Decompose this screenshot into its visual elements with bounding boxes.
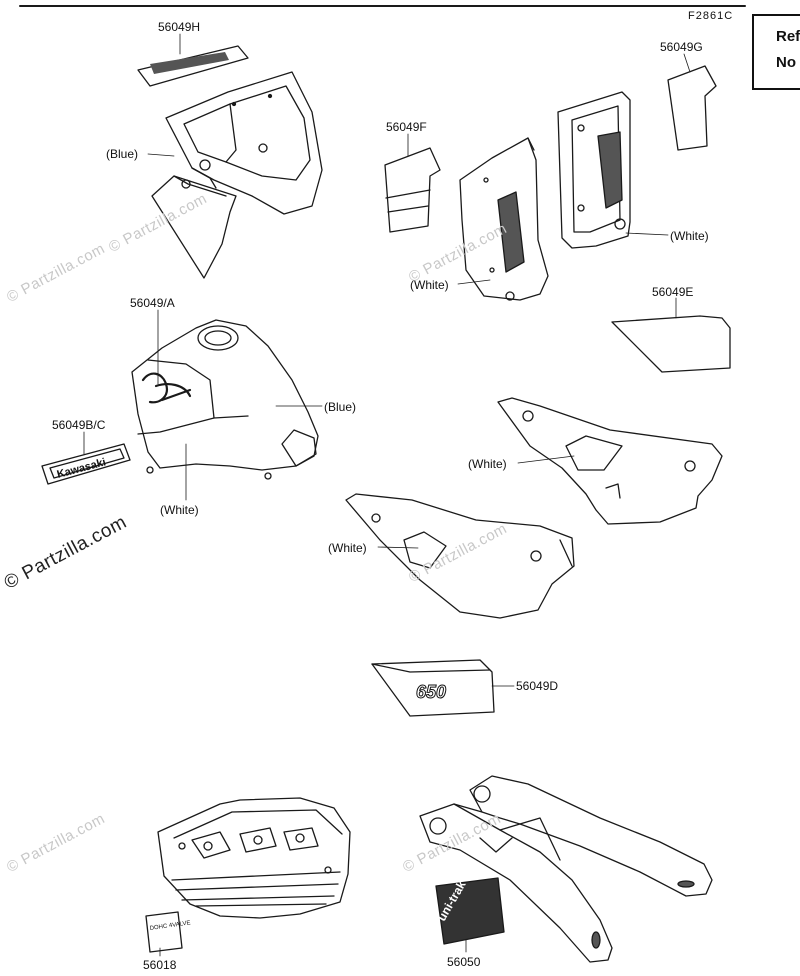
part-label-56018: 56018 bbox=[143, 958, 177, 972]
leader-left-white bbox=[457, 279, 491, 285]
color-label-left-cover-white: (White) bbox=[410, 278, 449, 292]
ref-box bbox=[752, 14, 800, 90]
part-label-56049BC: 56049B/C bbox=[52, 418, 106, 432]
part-label-56049D: 56049D bbox=[516, 679, 559, 693]
part-label-56049A: 56049/A bbox=[130, 296, 175, 310]
model-650-decal-text: 650 bbox=[416, 682, 446, 702]
color-label-upper-cover-white: (White) bbox=[468, 457, 507, 471]
part-label-56049F: 56049F bbox=[386, 120, 427, 134]
leader-lower-white bbox=[377, 546, 419, 549]
lower-side-cover bbox=[345, 493, 575, 619]
leader-56049G bbox=[683, 53, 691, 73]
color-label-tank-blue: (Blue) bbox=[324, 400, 357, 414]
fuel-tank bbox=[131, 319, 319, 480]
leader-upper-white bbox=[517, 455, 575, 464]
decal-56049BC bbox=[41, 443, 131, 485]
part-label-56049G: 56049G bbox=[660, 40, 703, 54]
front-cowl bbox=[151, 71, 323, 279]
no-label: No bbox=[776, 54, 796, 71]
decal-56049H bbox=[137, 45, 249, 87]
decal-56018 bbox=[145, 911, 183, 953]
decal-56049F bbox=[384, 147, 441, 233]
color-label-tank-white: (White) bbox=[160, 503, 199, 517]
right-side-cover bbox=[557, 91, 631, 249]
figure-number: F2861C bbox=[688, 10, 734, 22]
color-label-lower-cover-white: (White) bbox=[328, 541, 367, 555]
color-label-cowl-blue: (Blue) bbox=[106, 147, 139, 161]
decal-56049D bbox=[371, 659, 495, 717]
color-label-right-cover-white: (White) bbox=[670, 229, 709, 243]
leader-right-white bbox=[625, 232, 669, 236]
dohc-decal-text: DOHC 4VALVE bbox=[149, 920, 191, 932]
leader-cowl-blue bbox=[147, 153, 175, 157]
part-label-56049H: 56049H bbox=[158, 20, 201, 34]
swingarm bbox=[419, 775, 713, 963]
decal-56049G bbox=[667, 65, 717, 151]
cylinder-head bbox=[157, 797, 351, 919]
part-label-56049E: 56049E bbox=[652, 285, 694, 299]
left-side-cover bbox=[459, 137, 549, 301]
decal-56050 bbox=[435, 877, 505, 945]
part-label-56050: 56050 bbox=[447, 955, 481, 969]
ref-label: Ref bbox=[776, 28, 800, 45]
decal-56049E bbox=[611, 315, 731, 373]
upper-rear-side-cover bbox=[497, 397, 723, 525]
